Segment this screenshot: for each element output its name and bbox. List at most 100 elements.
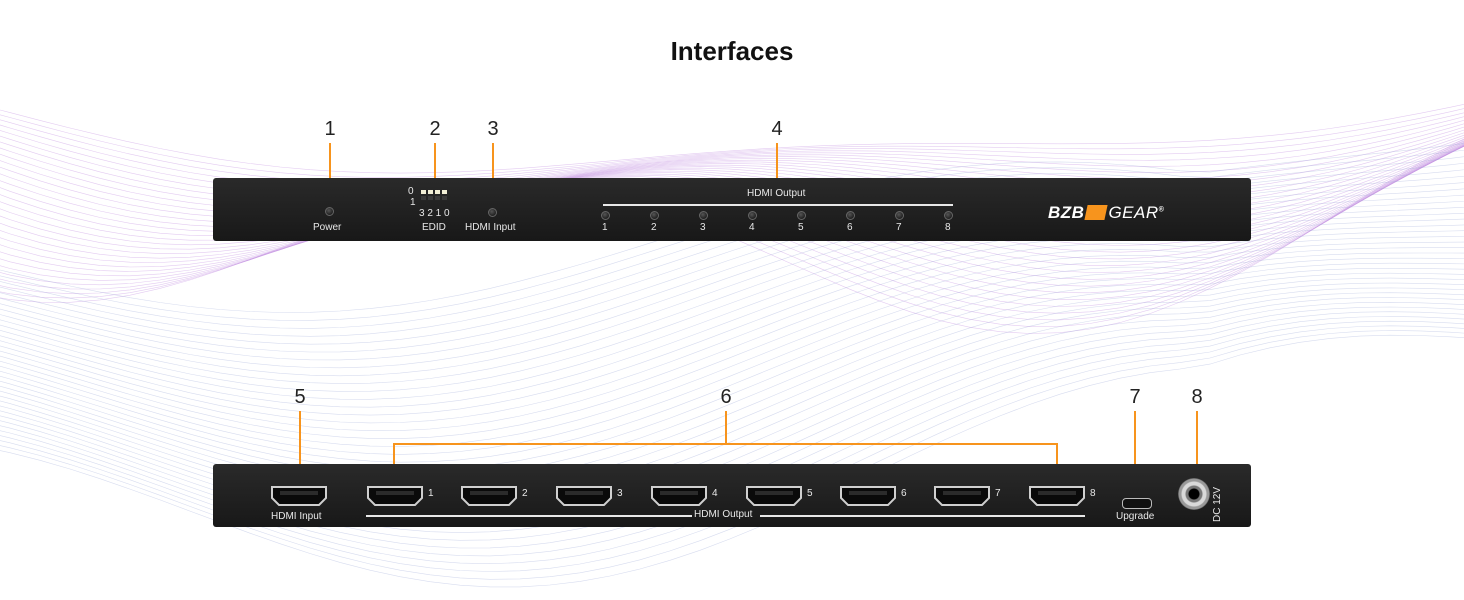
front-output-divider — [603, 204, 953, 206]
upgrade-label: Upgrade — [1116, 511, 1155, 522]
wave-line — [0, 325, 1464, 572]
output-led-7 — [895, 211, 904, 220]
wave-line — [0, 123, 1464, 196]
bracket-line-6 — [393, 443, 1058, 445]
wave-line — [0, 145, 1464, 280]
output-led-label: 2 — [651, 222, 657, 233]
wave-line — [0, 277, 1464, 494]
output-led-5 — [797, 211, 806, 220]
edid-dip-switch-3[interactable] — [421, 190, 426, 194]
output-led-label: 1 — [602, 222, 608, 233]
wave-line — [0, 236, 1464, 432]
output-led-2 — [650, 211, 659, 220]
output-led-label: 4 — [749, 222, 755, 233]
bracket-left-6 — [393, 443, 395, 480]
front-hdmi-input-label: HDMI Input — [465, 222, 516, 233]
leader-line-8 — [1196, 411, 1198, 477]
hdmi-output-port-label: 7 — [995, 488, 1001, 499]
edid-bits-label: 3 2 1 0 — [419, 208, 450, 219]
hdmi-input-led — [488, 208, 497, 217]
logo-part1: BZB — [1048, 203, 1085, 222]
callout-3: 3 — [487, 118, 499, 140]
callout-8: 8 — [1191, 386, 1203, 408]
dc-12v-label: DC 12V — [1212, 486, 1223, 522]
callout-7: 7 — [1129, 386, 1141, 408]
rear-output-divider-left — [366, 515, 692, 517]
hdmi-input-port[interactable] — [270, 485, 328, 507]
wave-line — [0, 230, 1464, 424]
output-led-label: 7 — [896, 222, 902, 233]
logo-mark-icon — [1084, 205, 1109, 220]
front-hdmi-output-label: HDMI Output — [747, 188, 806, 199]
hdmi-output-port-1[interactable] — [366, 485, 424, 507]
logo-registered-mark: ® — [1158, 206, 1165, 214]
wave-line — [0, 262, 1464, 471]
wave-line — [0, 252, 1464, 455]
edid-dip-switch-1[interactable] — [435, 190, 440, 194]
wave-line — [0, 116, 1464, 187]
edid-dip-slot-0 — [442, 196, 447, 200]
hdmi-output-port-label: 5 — [807, 488, 813, 499]
edid-dip-switch-0[interactable] — [442, 190, 447, 194]
wave-line — [0, 126, 1464, 201]
dc-power-jack[interactable] — [1178, 478, 1210, 510]
leader-line-1 — [329, 143, 331, 185]
output-led-label: 8 — [945, 222, 951, 233]
edid-row1-label: 1 — [410, 197, 416, 208]
front-panel — [213, 178, 1251, 241]
edid-dip-slot-3 — [421, 196, 426, 200]
hdmi-output-port-label: 4 — [712, 488, 718, 499]
power-label: Power — [313, 222, 342, 233]
leader-line-3 — [492, 143, 494, 208]
rear-hdmi-output-label: HDMI Output — [694, 509, 753, 520]
wave-line — [0, 120, 1464, 192]
hdmi-output-port-2[interactable] — [460, 485, 518, 507]
rear-hdmi-input-label: HDMI Input — [271, 511, 322, 522]
callout-2: 2 — [429, 118, 441, 140]
output-led-label: 5 — [798, 222, 804, 233]
wave-line — [0, 330, 1464, 580]
edid-label: EDID — [422, 222, 446, 233]
power-led — [325, 207, 334, 216]
callout-6: 6 — [720, 386, 732, 408]
leader-line-4 — [776, 143, 778, 185]
hdmi-output-port-3[interactable] — [555, 485, 613, 507]
callout-1: 1 — [324, 118, 336, 140]
leader-line-2 — [434, 143, 436, 183]
edid-dip-slot-2 — [428, 196, 433, 200]
output-led-8 — [944, 211, 953, 220]
hdmi-output-port-6[interactable] — [839, 485, 897, 507]
edid-dip-slot-1 — [435, 196, 440, 200]
logo-part2: GEAR — [1108, 203, 1159, 222]
wave-line — [0, 247, 1464, 447]
callout-5: 5 — [294, 386, 306, 408]
edid-row0-label: 0 — [408, 186, 414, 197]
hdmi-output-port-label: 8 — [1090, 488, 1096, 499]
edid-dip-switch-2[interactable] — [428, 190, 433, 194]
leader-line-5 — [299, 411, 301, 467]
callout-4: 4 — [771, 118, 783, 140]
output-led-label: 3 — [700, 222, 706, 233]
wave-line — [0, 272, 1464, 487]
hdmi-output-port-label: 2 — [522, 488, 528, 499]
output-led-3 — [699, 211, 708, 220]
hdmi-output-port-7[interactable] — [933, 485, 991, 507]
leader-line-6 — [725, 411, 727, 444]
hdmi-output-port-4[interactable] — [650, 485, 708, 507]
wave-line — [0, 267, 1464, 479]
bzbgear-logo: BZB GEAR® — [1048, 203, 1164, 223]
wave-line — [0, 241, 1464, 439]
wave-line — [0, 257, 1464, 463]
output-led-4 — [748, 211, 757, 220]
hdmi-output-port-5[interactable] — [745, 485, 803, 507]
wave-line — [0, 108, 1464, 178]
upgrade-usb-port[interactable] — [1122, 498, 1152, 509]
output-led-label: 6 — [847, 222, 853, 233]
bracket-right-6 — [1056, 443, 1058, 480]
wave-line — [0, 103, 1464, 174]
rear-output-divider-right — [760, 515, 1085, 517]
wave-line — [0, 112, 1464, 183]
leader-line-7 — [1134, 411, 1136, 497]
page-title: Interfaces — [670, 36, 794, 66]
hdmi-output-port-8[interactable] — [1028, 485, 1086, 507]
